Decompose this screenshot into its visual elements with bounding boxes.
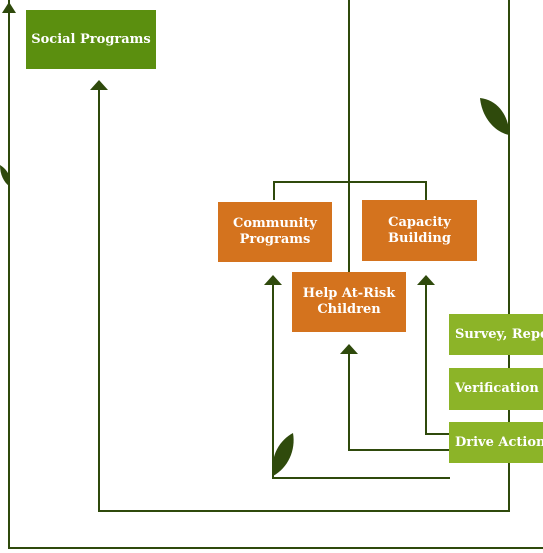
connector-lines — [8, 0, 543, 549]
arrowhead-social-programs — [90, 80, 108, 90]
social-programs-box: Social Programs — [26, 10, 156, 69]
survey-report-box: Survey, Report — [449, 314, 543, 355]
leaf-icon-bottom — [272, 433, 294, 476]
capacity-building-connector — [425, 284, 450, 435]
arrowhead-help-children — [340, 344, 358, 354]
community-programs-box: Community Programs — [218, 202, 332, 262]
leaves — [0, 98, 510, 476]
leaf-icon-left — [0, 165, 10, 186]
help-children-connector — [348, 352, 450, 451]
leaf-icon-right — [480, 98, 510, 135]
arrowhead-community-programs — [264, 275, 282, 285]
social-programs-connector — [98, 0, 510, 512]
help-at-risk-children-box: Help At-Risk Children — [292, 272, 406, 332]
drive-action-box: Drive Action — [449, 422, 543, 463]
verification-box: Verification — [449, 368, 543, 410]
arrowheads — [2, 2, 435, 354]
capacity-building-box: Capacity Building — [362, 200, 477, 261]
community-programs-connector — [272, 284, 450, 479]
arrowhead-left-top — [2, 2, 16, 13]
outer-loop-line — [8, 12, 543, 549]
arrowhead-capacity-building — [417, 275, 435, 285]
